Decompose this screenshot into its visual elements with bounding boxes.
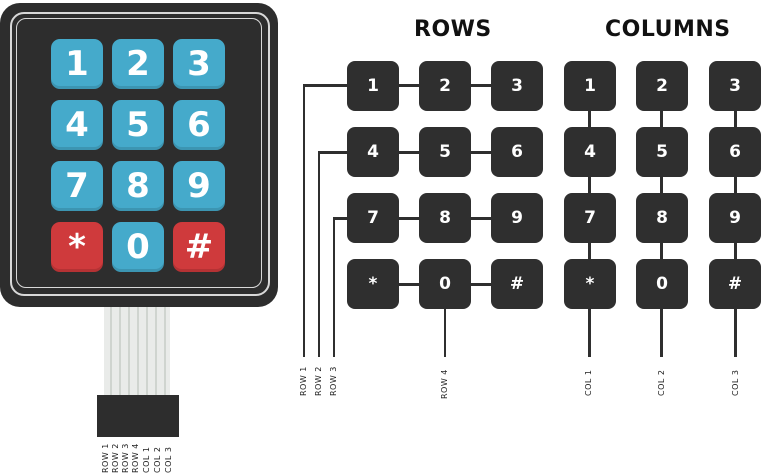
col3-wire-label: COL 3	[731, 369, 740, 396]
keypad-key-5: 5	[112, 100, 164, 150]
pin-label-col1: COL 1	[142, 446, 151, 473]
ribbon-trace	[128, 307, 130, 395]
columns-key-9: 9	[709, 193, 761, 243]
columns-key-2: 2	[636, 61, 688, 111]
columns-key-1: 1	[564, 61, 616, 111]
col2-wire-label: COL 2	[657, 369, 666, 396]
rows-key-8: 8	[419, 193, 471, 243]
keypad-key-3: 3	[173, 39, 225, 89]
columns-key-6: 6	[709, 127, 761, 177]
keypad-key-8: 8	[112, 161, 164, 211]
columns-key-hash: #	[709, 259, 761, 309]
keypad-key-1: 1	[51, 39, 103, 89]
columns-key-8: 8	[636, 193, 688, 243]
rows-heading: ROWS	[414, 17, 492, 42]
rows-key-4: 4	[347, 127, 399, 177]
ribbon-trace	[110, 307, 112, 395]
pin-label-row2: ROW 2	[111, 443, 120, 473]
rows-key-1: 1	[347, 61, 399, 111]
pin-label-col2: COL 2	[153, 446, 162, 473]
columns-heading: COLUMNS	[605, 17, 731, 42]
row2-wire-horizontal	[318, 151, 517, 154]
keypad-key-0: 0	[112, 222, 164, 272]
rows-key-6: 6	[491, 127, 543, 177]
rows-key-2: 2	[419, 61, 471, 111]
pin-label-row3: ROW 3	[121, 443, 130, 473]
ribbon-trace	[164, 307, 166, 395]
rows-key-3: 3	[491, 61, 543, 111]
keypad-key-9: 9	[173, 161, 225, 211]
keypad-key-2: 2	[112, 39, 164, 89]
ribbon-trace	[137, 307, 139, 395]
pin-label-row1: ROW 1	[101, 443, 110, 473]
pin-label-col3: COL 3	[164, 446, 173, 473]
ribbon-trace	[155, 307, 157, 395]
row2-wire-label: ROW 2	[314, 366, 323, 396]
row3-wire-label: ROW 3	[329, 366, 338, 396]
row4-wire-vertical	[444, 283, 446, 357]
columns-key-5: 5	[636, 127, 688, 177]
row4-wire-label: ROW 4	[440, 369, 449, 399]
keypad-inner-frame	[16, 18, 262, 288]
rows-key-0: 0	[419, 259, 471, 309]
columns-key-3: 3	[709, 61, 761, 111]
keypad-frame	[10, 12, 270, 296]
keypad-key-6: 6	[173, 100, 225, 150]
columns-key-4: 4	[564, 127, 616, 177]
ribbon-trace	[146, 307, 148, 395]
ribbon-connector	[97, 395, 179, 437]
row3-wire-vertical	[333, 217, 335, 357]
rows-key-7: 7	[347, 193, 399, 243]
keypad-key-star: *	[51, 222, 103, 272]
rows-key-9: 9	[491, 193, 543, 243]
columns-key-0: 0	[636, 259, 688, 309]
row1-wire-label: ROW 1	[299, 366, 308, 396]
rows-key-star: *	[347, 259, 399, 309]
col1-wire-label: COL 1	[584, 369, 593, 396]
row1-wire-horizontal	[303, 84, 517, 87]
columns-key-star: *	[564, 259, 616, 309]
keypad-key-4: 4	[51, 100, 103, 150]
row2-wire-vertical	[318, 151, 320, 357]
keypad-key-hash: #	[173, 222, 225, 272]
pin-label-row4: ROW 4	[131, 443, 140, 473]
columns-key-7: 7	[564, 193, 616, 243]
rows-key-5: 5	[419, 127, 471, 177]
row1-wire-vertical	[303, 84, 305, 357]
keypad-key-7: 7	[51, 161, 103, 211]
rows-key-hash: #	[491, 259, 543, 309]
ribbon-trace	[119, 307, 121, 395]
